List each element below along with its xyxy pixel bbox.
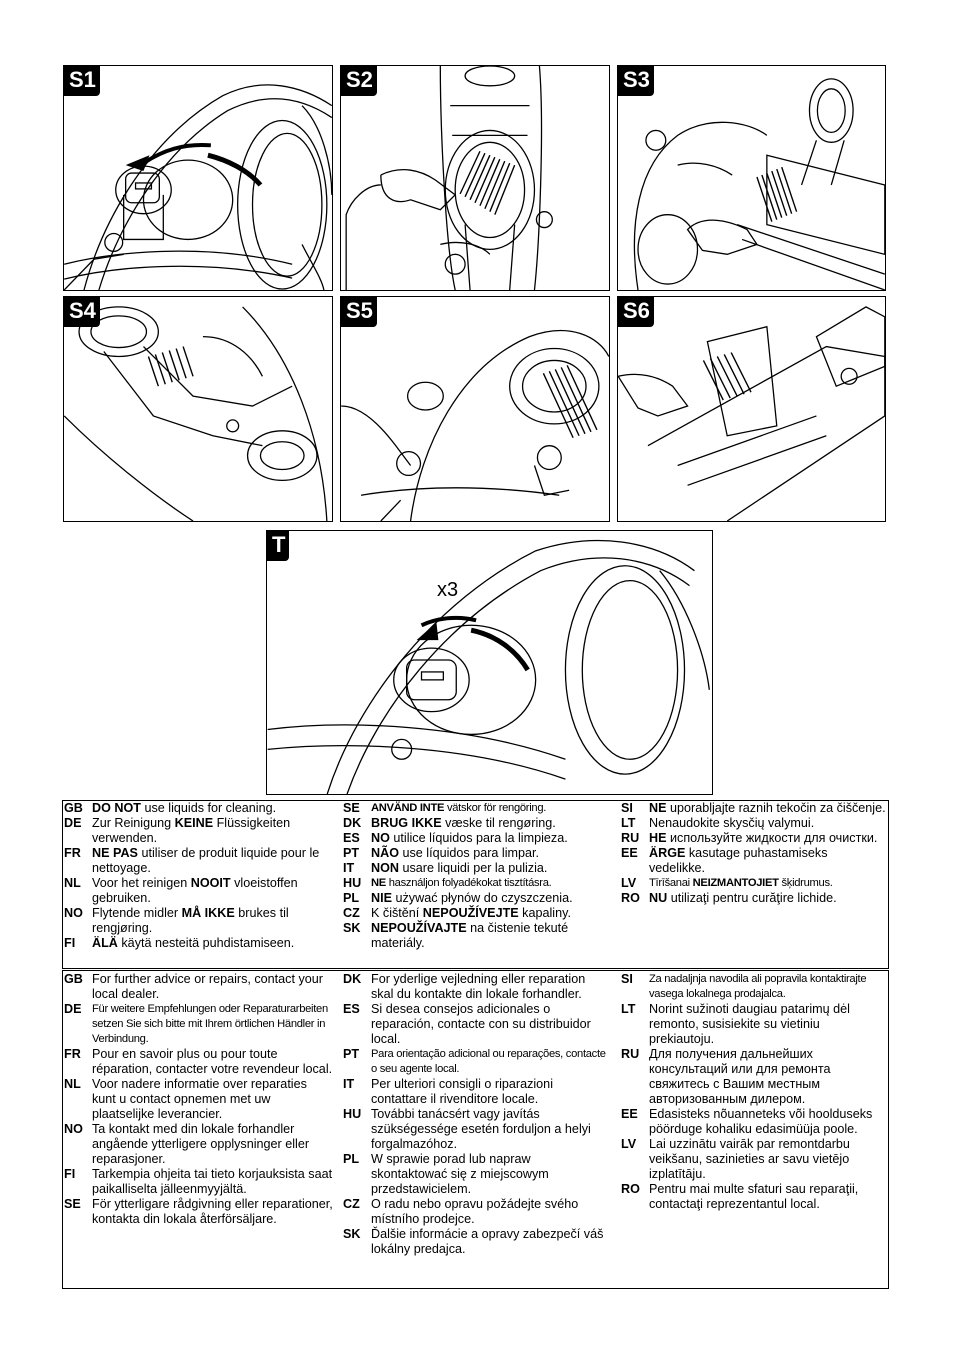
panel-label-s3: S3 — [618, 66, 654, 96]
illustration-brush-cleaning-inside — [633, 78, 885, 290]
panel-s3: S3 — [617, 65, 886, 291]
panel-t: T x3 — [266, 530, 713, 795]
panel-s5: S5 — [340, 296, 610, 522]
panel-label-s4: S4 — [64, 297, 100, 327]
illustration-dial-turn — [64, 84, 332, 290]
panel-s1: S1 — [63, 65, 333, 291]
panel-label-s6: S6 — [618, 297, 654, 327]
panel-s6: S6 — [617, 296, 886, 522]
panel-s2: S2 — [340, 65, 610, 291]
panel-label-t: T — [267, 531, 290, 561]
repeat-count-label: x3 — [437, 579, 459, 601]
panel-label-s1: S1 — [64, 66, 100, 96]
panel-s4: S4 — [63, 296, 333, 522]
illustration-brush-cleaning-container — [64, 306, 328, 521]
illustration-brush-cleaning-nozzle — [341, 329, 609, 521]
illustration-dial-turn-three-times — [267, 539, 710, 794]
illustration-brush-cleaning-filter — [345, 66, 553, 290]
illustration-brush-cleaning-base — [618, 306, 885, 521]
panel-label-s2: S2 — [341, 66, 377, 96]
panel-label-s5: S5 — [341, 297, 377, 327]
